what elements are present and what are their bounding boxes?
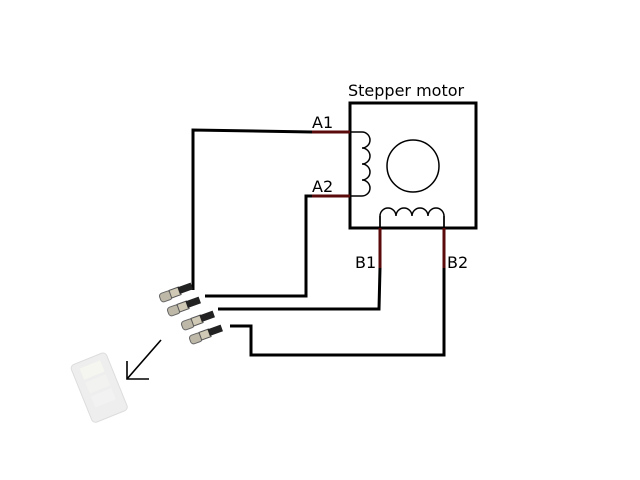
wire-a2	[205, 194, 312, 298]
wire-b2	[230, 268, 446, 357]
arrow-down-left-icon	[126, 339, 162, 380]
coil-b-icon	[379, 207, 445, 228]
pin-label-a1: A1	[312, 113, 333, 132]
pin-label-a2: A2	[312, 177, 333, 196]
coil-a-icon	[350, 131, 371, 197]
pin-label-b2: B2	[447, 253, 468, 272]
connector-housing-icon	[70, 352, 128, 423]
motor-body	[348, 101, 478, 230]
wire-a1	[191, 128, 313, 290]
pin-label-b1: B1	[355, 253, 376, 272]
rotor-icon	[386, 139, 440, 193]
wire-b1	[218, 267, 382, 311]
crimp-terminal-icon	[158, 282, 223, 345]
motor-title: Stepper motor	[348, 81, 465, 100]
